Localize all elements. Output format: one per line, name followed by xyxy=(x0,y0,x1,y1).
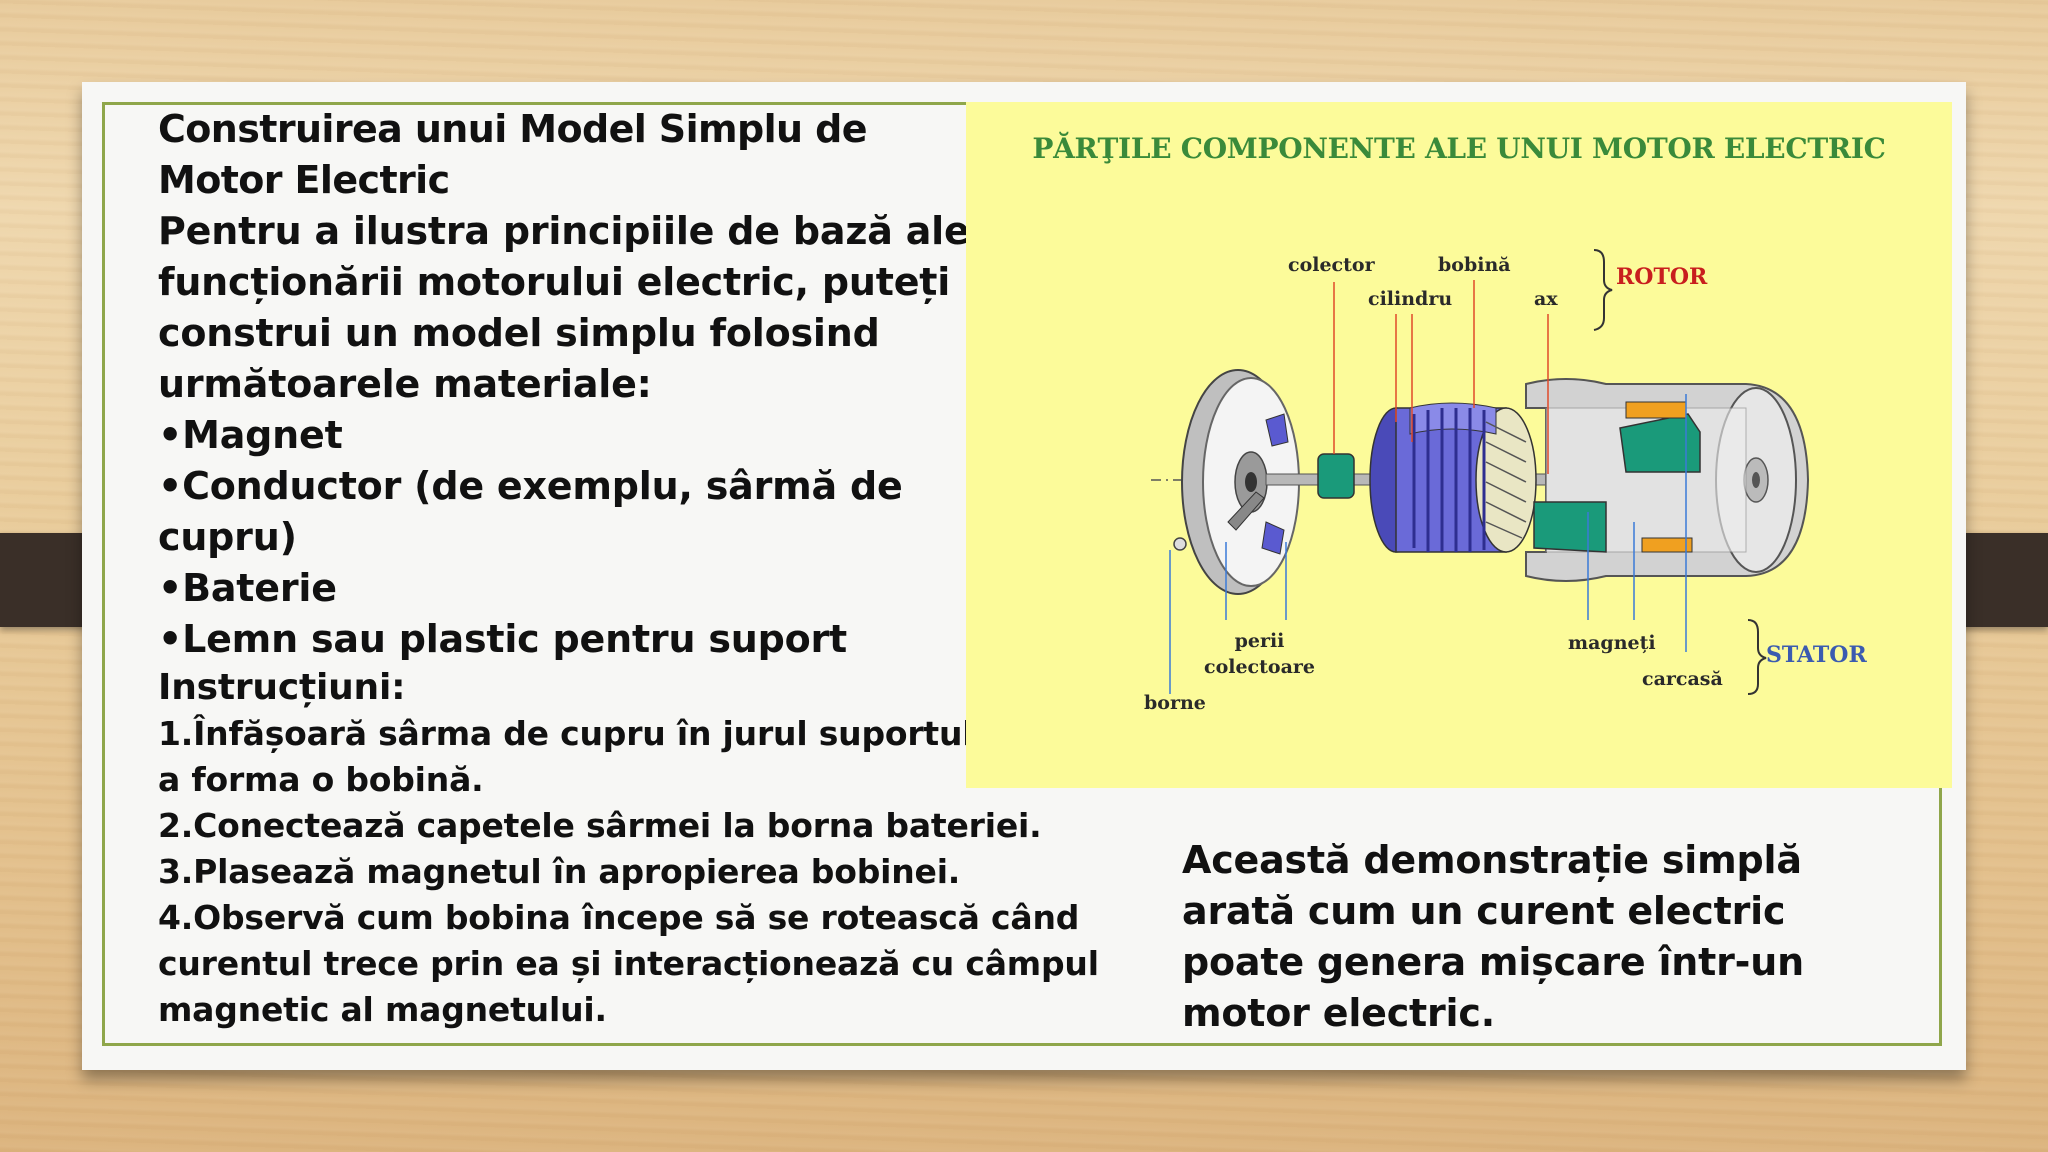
leader-lines xyxy=(1169,280,1687,694)
label-cilindru: cilindru xyxy=(1368,288,1453,310)
conclusion-line: arată cum un curent electric xyxy=(1182,889,1786,933)
label-colector: colector xyxy=(1288,254,1375,276)
intro-line: Pentru a ilustra principiile de bază ale xyxy=(158,209,970,253)
stator-brace xyxy=(1747,619,1767,695)
label-ax: ax xyxy=(1534,288,1558,310)
intro-line: următoarele materiale: xyxy=(158,362,652,406)
conclusion-line: motor electric. xyxy=(1182,991,1495,1035)
conclusion-line: Această demonstrație simplă xyxy=(1182,838,1802,882)
instruction-line: 3.Plasează magnetul în apropierea bobine… xyxy=(158,852,961,891)
label-bobina: bobină xyxy=(1438,254,1511,276)
title-line: Motor Electric xyxy=(158,158,450,202)
label-borne: borne xyxy=(1144,692,1206,714)
label-perii-line: perii xyxy=(1234,630,1285,652)
conclusion-paragraph: Această demonstrație simplă arată cum un… xyxy=(1182,835,1862,1039)
rotor-armature xyxy=(1369,402,1537,553)
right-clip-bar xyxy=(1953,533,2048,627)
slide-title: Construirea unui Model Simplu de Motor E… xyxy=(158,104,1158,206)
instruction-line: a forma o bobină. xyxy=(158,760,484,799)
instruction-line: 2.Conectează capetele sârmei la borna ba… xyxy=(158,806,1042,845)
label-stator: STATOR xyxy=(1766,642,1867,668)
materials-item: •Lemn sau plastic pentru suport xyxy=(158,617,848,661)
slide-left-column: Construirea unui Model Simplu de Motor E… xyxy=(158,104,1158,1033)
instruction-line: magnetic al magnetului. xyxy=(158,990,607,1029)
instruction-line: 4.Observă cum bobina începe să se roteas… xyxy=(158,898,1080,937)
materials-list: •Magnet •Conductor (de exemplu, sârmă de… xyxy=(158,410,1158,665)
diagram-title: PĂRŢILE COMPONENTE ALE UNUI MOTOR ELECTR… xyxy=(1032,132,1886,165)
intro-line: construi un model simplu folosind xyxy=(158,311,880,355)
label-rotor: ROTOR xyxy=(1616,264,1708,290)
motor-illustration xyxy=(1151,249,1810,695)
instruction-line: curentul trece prin ea și interacționeaz… xyxy=(158,944,1099,983)
label-carcasa: carcasă xyxy=(1642,668,1723,690)
rotor-brace xyxy=(1593,249,1613,331)
materials-item: •Conductor (de exemplu, sârmă de xyxy=(158,464,903,508)
label-perii-line: colectoare xyxy=(1204,656,1315,678)
instructions-heading: Instrucțiuni: xyxy=(158,667,406,708)
materials-item: •Magnet xyxy=(158,413,343,457)
commutator xyxy=(1317,453,1355,499)
end-cap xyxy=(1173,369,1300,595)
label-magneti: magneți xyxy=(1568,632,1656,654)
intro-paragraph: Pentru a ilustra principiile de bază ale… xyxy=(158,206,1158,410)
motor-diagram: PĂRŢILE COMPONENTE ALE UNUI MOTOR ELECTR… xyxy=(966,102,1952,788)
materials-item: •Baterie xyxy=(158,566,337,610)
conclusion-line: poate genera mișcare într-un xyxy=(1182,940,1804,984)
title-line: Construirea unui Model Simplu de xyxy=(158,107,867,151)
label-perii: perii colectoare xyxy=(1204,628,1315,680)
intro-line: funcționării motorului electric, puteți xyxy=(158,260,951,304)
stator-magnets xyxy=(1533,401,1701,553)
instructions-block: Instrucțiuni: 1.Înfășoară sârma de cupru… xyxy=(158,665,1158,1033)
materials-item: cupru) xyxy=(158,515,297,559)
